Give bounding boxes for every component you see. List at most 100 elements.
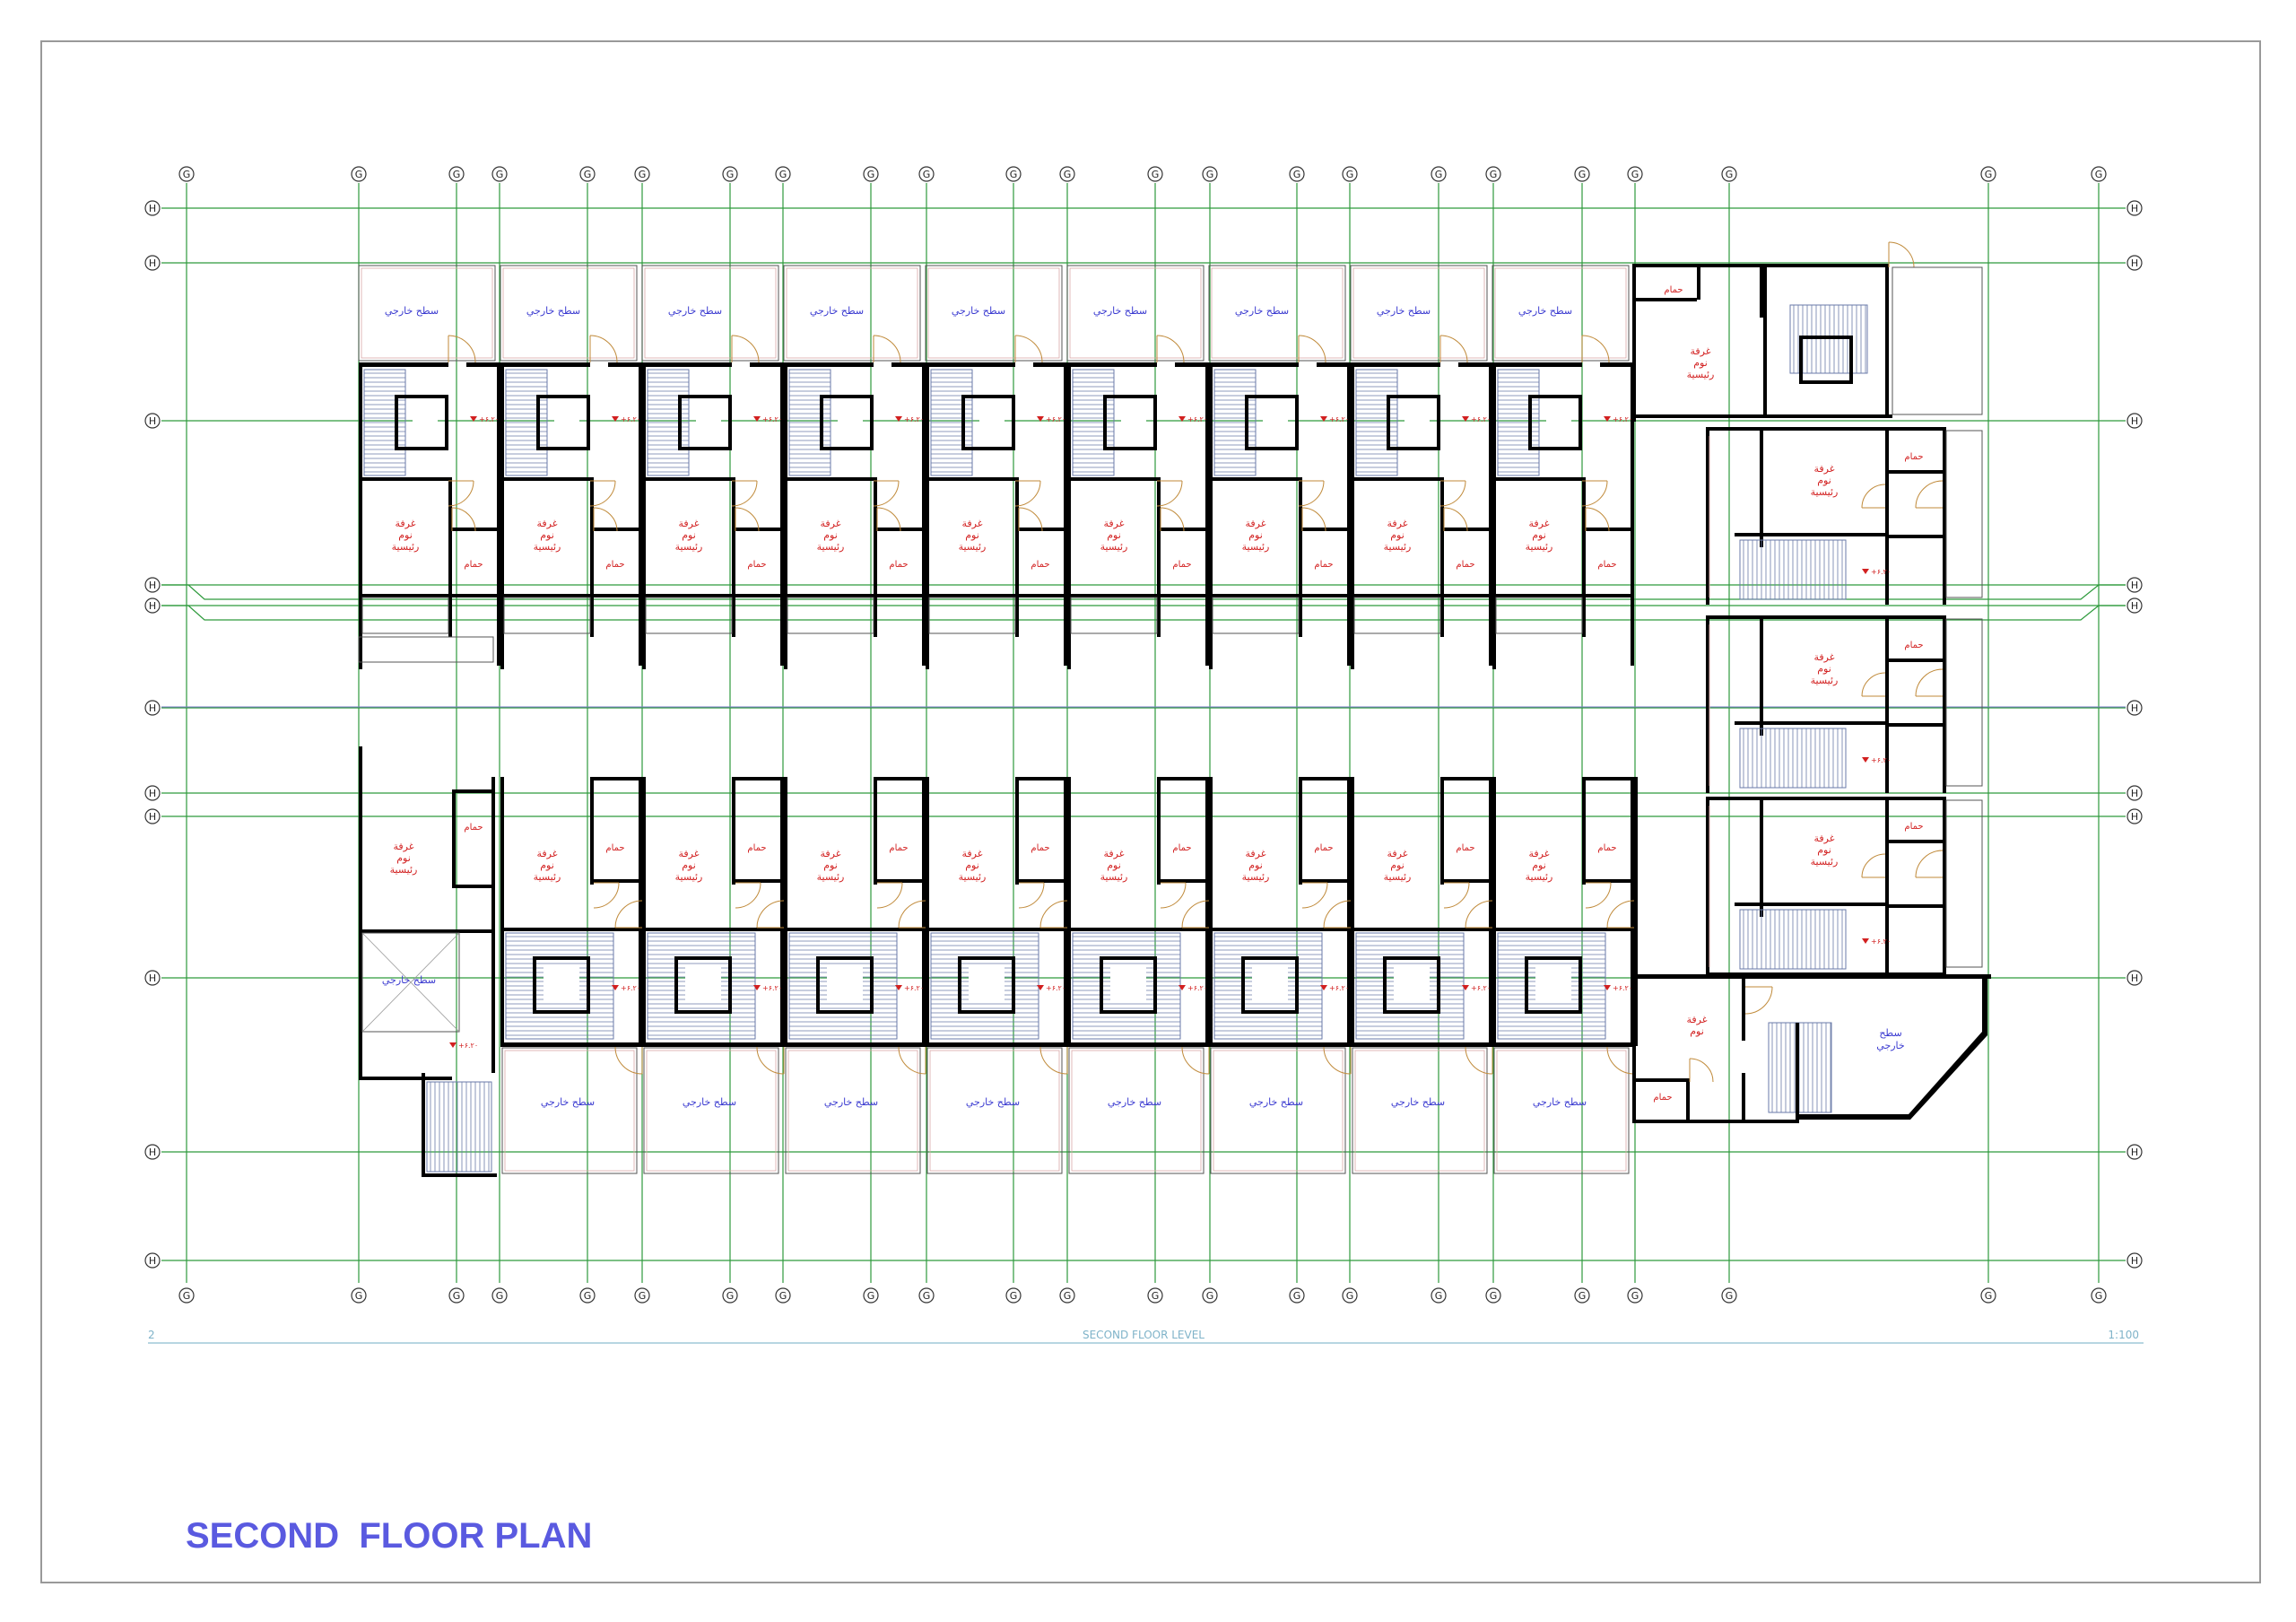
door-swing <box>1861 672 1886 697</box>
wall-unit-top <box>1351 362 1440 367</box>
grid-bubble <box>863 1287 879 1304</box>
door <box>451 507 476 532</box>
wall-bedroom-bottom <box>784 928 926 931</box>
grid-bubble <box>918 166 935 182</box>
terrace-label: سطح خارجي <box>668 305 722 317</box>
terrace-inner <box>644 267 777 359</box>
wall-unit-right <box>1205 777 1209 1046</box>
wall-stub <box>1205 597 1209 637</box>
stair-core <box>395 395 448 398</box>
terrace-outline <box>361 932 460 1033</box>
level-marker <box>895 985 902 990</box>
wall-stub <box>732 777 735 804</box>
door-swing <box>898 900 926 929</box>
stair-core <box>1241 956 1245 1014</box>
stair-core <box>1103 447 1157 450</box>
grid-bubble-label: G <box>1578 169 1587 180</box>
door <box>614 1046 643 1075</box>
grid-bubble-label: G <box>584 169 592 180</box>
grid-bubble-label: H <box>149 415 156 427</box>
door <box>1443 507 1468 532</box>
wall <box>1885 427 1889 605</box>
door-swing <box>593 882 620 909</box>
stair-core <box>1387 395 1440 398</box>
wall-unit-right <box>922 362 926 666</box>
wall-unit-right <box>922 777 926 1046</box>
door-swing <box>873 335 901 363</box>
grid-bubble-label: G <box>1293 169 1301 180</box>
grid-bubble-label: G <box>355 1290 363 1302</box>
grid-bubble <box>1721 166 1737 182</box>
wall-unit-right <box>1347 777 1351 1046</box>
room-label-line: غرفة <box>1687 1014 1708 1025</box>
level-marker <box>1462 985 1469 990</box>
room-label-line: نوم <box>682 529 696 541</box>
wall-stub <box>1157 777 1161 804</box>
bath-label: حمام <box>1597 560 1616 570</box>
stair-core <box>1100 1010 1157 1014</box>
room-label-line: رئيسية <box>1100 541 1128 553</box>
wall-stub <box>1631 597 1634 637</box>
balcony-outline <box>1945 430 1983 598</box>
wall-unit-left <box>1492 777 1496 1046</box>
terrace-label: سطح خارجي <box>952 305 1005 317</box>
grid-bubble-label: G <box>183 1290 191 1302</box>
stair-core <box>1245 447 1299 450</box>
grid-bubble-label: G <box>453 169 461 180</box>
door <box>448 335 476 363</box>
terrace-outline <box>1892 266 1983 415</box>
grid-bubble-label: G <box>779 169 787 180</box>
grid-bubble-label: G <box>1631 169 1639 180</box>
wall-unit-left <box>784 362 787 666</box>
wall <box>452 789 491 793</box>
page-title: SECOND FLOOR PLAN <box>186 1516 593 1556</box>
grid-bubble-label: H <box>149 972 156 984</box>
terrace-label: سطح خارجي <box>683 1096 736 1108</box>
bath-label: حمام <box>605 843 624 853</box>
stair-core <box>674 956 678 1014</box>
grid-bubble <box>863 166 879 182</box>
terrace-outline <box>1352 1047 1488 1174</box>
wall-bath-bottom <box>1440 879 1492 883</box>
door-swing <box>1606 900 1635 929</box>
wall <box>1735 903 1885 906</box>
grid-bubble-label: G <box>1293 1290 1301 1302</box>
grid-bubble <box>1485 166 1501 182</box>
stair-core <box>1525 956 1528 1014</box>
stair-core <box>678 395 682 450</box>
wall-unit-right <box>1347 362 1351 666</box>
wall-stub <box>448 597 452 637</box>
wall-bath-bottom <box>874 879 926 883</box>
grid-bubble-label: G <box>1985 1290 1993 1302</box>
door <box>614 900 643 929</box>
door <box>1606 1046 1635 1075</box>
wall-bedroom-bottom <box>926 928 1067 931</box>
terrace-inner <box>1071 1050 1202 1172</box>
wall-unit-left <box>1067 777 1071 1046</box>
wall-unit-left <box>500 362 504 666</box>
bath-label: حمام <box>1904 452 1923 462</box>
stair-core <box>1153 395 1157 450</box>
grid-bubble-label: H <box>2131 415 2138 427</box>
stair-hatch <box>426 1081 492 1173</box>
wall-stub <box>1157 597 1161 637</box>
wall-bath-top <box>1582 528 1634 531</box>
room-label-line: نوم <box>1817 475 1831 486</box>
door <box>735 882 761 909</box>
stair-core <box>820 395 823 450</box>
wall <box>1636 1078 1686 1082</box>
door <box>1323 1046 1352 1075</box>
wall-bath-bottom <box>1582 879 1634 883</box>
room-label-line: رئيسية <box>534 541 561 553</box>
door <box>1039 1046 1068 1075</box>
terrace-outline <box>783 265 921 362</box>
door <box>898 1046 926 1075</box>
door-swing <box>1465 900 1493 929</box>
terrace-outline <box>358 265 496 362</box>
grid-bubble-label: G <box>355 169 363 180</box>
wall <box>1492 597 1496 669</box>
room-label-line: غرفة <box>821 848 841 859</box>
terrace-inner <box>1211 267 1344 359</box>
terrace-inner <box>1494 267 1627 359</box>
terrace-outline <box>1493 1047 1630 1174</box>
